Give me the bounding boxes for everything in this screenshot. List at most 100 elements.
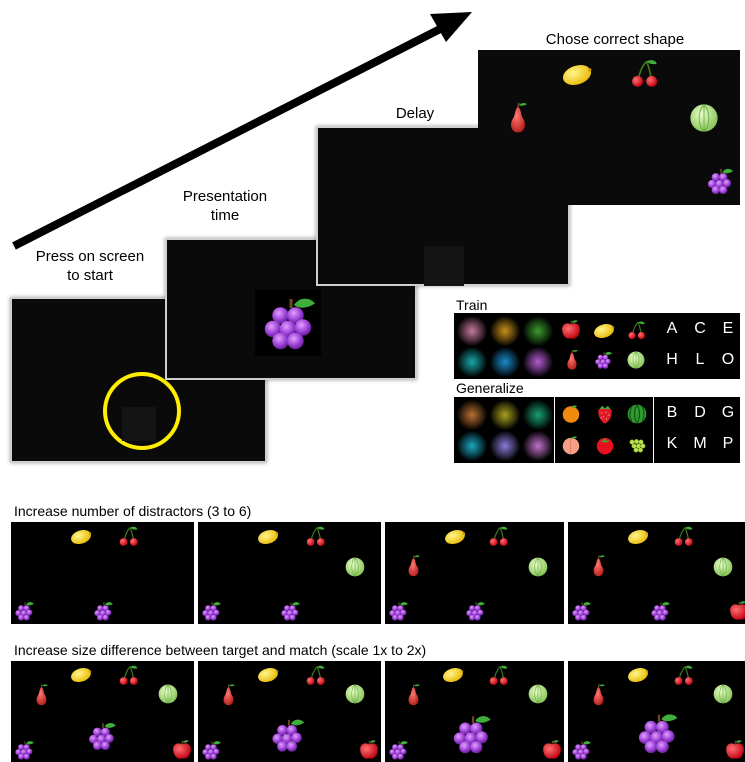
train-blob: [457, 316, 487, 346]
cherry-icon: [117, 664, 141, 686]
lemon-icon: [441, 665, 465, 685]
generalize-letter: M: [690, 435, 710, 453]
generalize-letter: P: [718, 435, 738, 453]
orange-icon: [560, 403, 582, 425]
train-blob: [523, 347, 553, 377]
grapes-icon: [14, 600, 36, 622]
apple-icon: [560, 319, 582, 341]
watermelon-icon: [626, 403, 648, 425]
generalize-blob: [523, 431, 553, 461]
grapes-icon: [571, 739, 593, 761]
pear-icon: [590, 554, 607, 578]
melon-icon: [626, 350, 646, 370]
generalize-stimuli-panel: B D G K M P: [454, 397, 740, 463]
grapes-icon: [594, 350, 614, 370]
train-letter: O: [718, 351, 738, 369]
pear-icon[interactable]: [506, 102, 530, 134]
cherry-icon: [304, 525, 328, 547]
distractors-panel-3: [385, 522, 564, 624]
pear-icon: [220, 683, 237, 707]
lemon-icon: [256, 527, 280, 547]
pear-icon: [405, 683, 422, 707]
melon-icon: [712, 683, 734, 705]
generalize-blob: [457, 431, 487, 461]
size-panel-1: [11, 661, 194, 762]
apple-icon: [358, 739, 380, 761]
lemon-icon: [69, 665, 93, 685]
train-blob: [457, 347, 487, 377]
green-grapes-icon: [626, 435, 648, 455]
pear-icon: [590, 683, 607, 707]
melon-icon[interactable]: [688, 102, 720, 134]
train-letter: L: [690, 351, 710, 369]
choice-screen: [478, 50, 740, 205]
grapes-icon: [388, 739, 410, 761]
melon-icon: [527, 556, 549, 578]
melon-icon: [344, 683, 366, 705]
step4-label: Chose correct shape: [505, 30, 725, 49]
size-row-title: Increase size difference between target …: [14, 642, 426, 658]
train-letter: C: [690, 320, 710, 338]
lemon-icon: [443, 527, 467, 547]
cherry-icon: [672, 664, 696, 686]
grapes-icon: [201, 600, 223, 622]
distractors-panel-4: [568, 522, 745, 624]
lemon-icon: [626, 527, 650, 547]
apple-icon: [541, 739, 563, 761]
lemon-icon: [626, 665, 650, 685]
grapes-icon: [451, 711, 495, 757]
cherry-icon[interactable]: [628, 58, 662, 88]
generalize-blob: [490, 431, 520, 461]
generalize-blob: [457, 400, 487, 430]
grapes-icon: [280, 600, 302, 622]
size-panel-4: [568, 661, 745, 762]
delay-square: [424, 246, 464, 286]
generalize-letter: B: [662, 404, 682, 422]
start-square: [122, 407, 156, 441]
train-label: Train: [456, 297, 487, 313]
cherry-icon: [304, 664, 328, 686]
grapes-icon: [270, 715, 308, 755]
grapes-icon: [87, 719, 119, 753]
train-letter: A: [662, 320, 682, 338]
lemon-icon: [69, 527, 93, 547]
apple-icon: [728, 600, 745, 622]
train-letter: H: [662, 351, 682, 369]
cherry-icon: [626, 319, 648, 341]
grapes-icon: [650, 600, 672, 622]
generalize-divider: [554, 397, 555, 463]
lemon-icon: [592, 321, 616, 341]
lemon-icon: [256, 665, 280, 685]
generalize-blob: [523, 400, 553, 430]
melon-icon: [157, 683, 179, 705]
generalize-blob: [490, 400, 520, 430]
train-blob: [523, 316, 553, 346]
lemon-icon[interactable]: [560, 61, 594, 89]
grapes-icon: [14, 739, 36, 761]
train-blob: [490, 347, 520, 377]
grapes-icon: [571, 600, 593, 622]
tomato-icon: [594, 434, 616, 456]
cherry-icon: [117, 525, 141, 547]
step2-label: Presentation time: [165, 187, 285, 225]
train-blob: [490, 316, 520, 346]
peach-icon: [560, 434, 582, 456]
strawberry-icon: [594, 403, 616, 425]
grapes-icon: [201, 739, 223, 761]
size-panel-3: [385, 661, 564, 762]
generalize-letter: G: [718, 404, 738, 422]
size-panel-2: [198, 661, 381, 762]
grapes-icon[interactable]: [706, 165, 736, 197]
train-letter: E: [718, 320, 738, 338]
grapes-icon: [636, 709, 682, 757]
distractors-panel-2: [198, 522, 381, 624]
grapes-icon: [465, 600, 487, 622]
step1-label: Press on screen to start: [20, 247, 160, 285]
apple-icon: [724, 739, 745, 761]
apple-icon: [171, 739, 193, 761]
pear-icon: [405, 554, 422, 578]
generalize-divider: [653, 397, 654, 463]
generalize-letter: D: [690, 404, 710, 422]
generalize-label: Generalize: [456, 380, 524, 396]
grapes-icon: [388, 600, 410, 622]
